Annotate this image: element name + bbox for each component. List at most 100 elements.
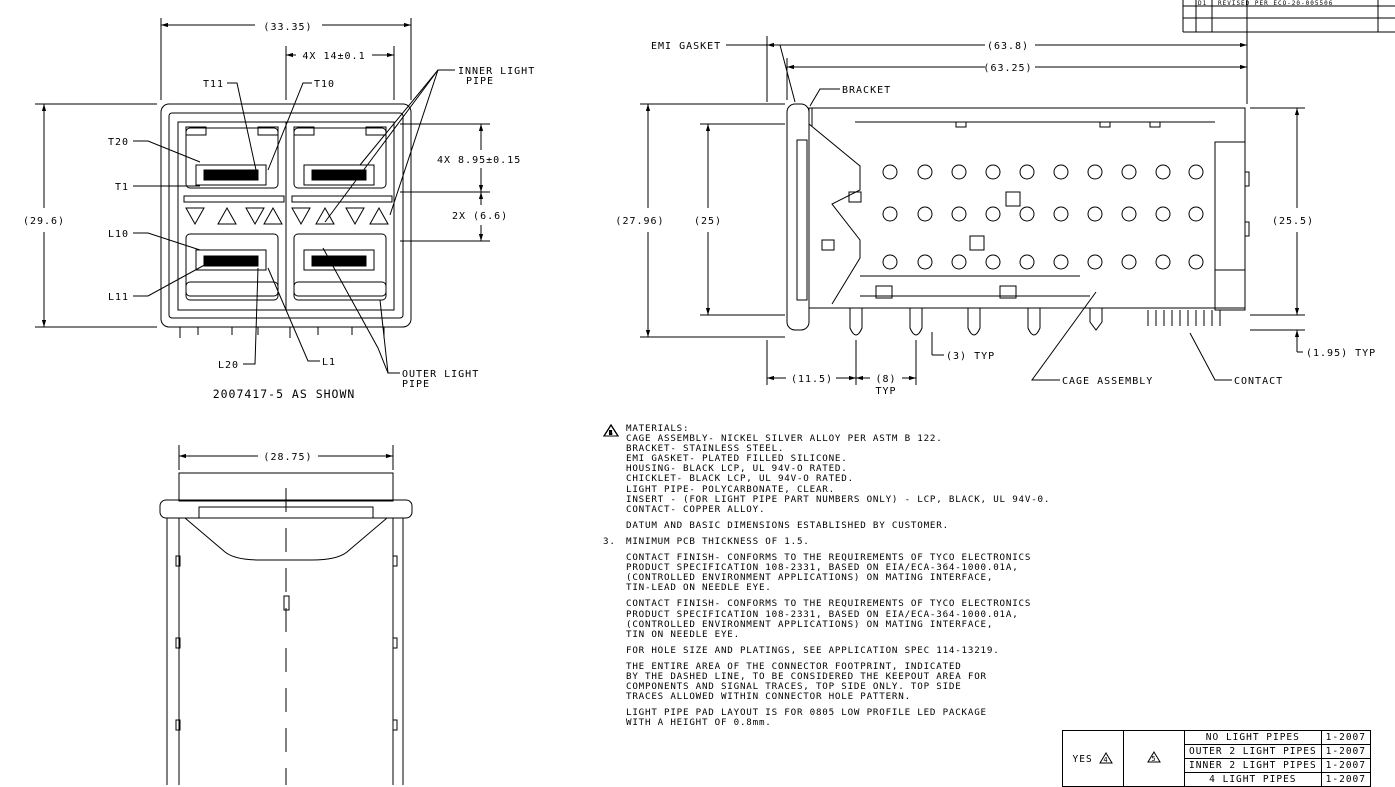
- label-contact: CONTACT: [1234, 376, 1283, 387]
- cage-assembly-outline: [808, 107, 1246, 309]
- table-flag-cell: 5: [1123, 730, 1185, 787]
- side-view-text: (63.8) (63.25) (27.96) (25) (25.5) (11.5…: [615, 41, 1376, 397]
- label-t20: T20: [108, 137, 129, 148]
- part-number-table: YES 4 5 NO LIGHT PIPES 1-2007 OUTER 2 LI…: [1062, 730, 1372, 787]
- note-text: CONTACT FINISH- CONFORMS TO THE REQUIREM…: [626, 552, 1032, 594]
- table-cell: 1-2007: [1320, 772, 1372, 787]
- dim-tail-length: (1.95) TYP: [1306, 348, 1376, 359]
- table-cell: NO LIGHT PIPES: [1184, 730, 1322, 745]
- note-flag-triangle-icon: 4: [603, 424, 626, 593]
- label-t10: T10: [314, 79, 335, 90]
- note-text: MATERIALS: CAGE ASSEMBLY- NICKEL SILVER …: [626, 423, 1051, 515]
- note-text: FOR HOLE SIZE AND PLATINGS, SEE APPLICAT…: [626, 644, 1000, 656]
- table-cell: 4 LIGHT PIPES: [1184, 772, 1322, 787]
- label-inner-light-pipe-2: PIPE: [466, 76, 494, 87]
- revision-block: [1182, 0, 1395, 33]
- note-item: 1 MATERIALS: CAGE ASSEMBLY- NICKEL SILVER…: [603, 423, 1123, 515]
- revision-description: REVISED PER ECO-20-005506: [1218, 0, 1333, 7]
- emi-gasket-outline: [786, 103, 810, 331]
- label-outer-light-pipe: OUTER LIGHT: [402, 369, 479, 380]
- label-emi-gasket: EMI GASKET: [651, 41, 721, 52]
- general-notes: 1 MATERIALS: CAGE ASSEMBLY- NICKEL SILVER…: [603, 423, 1123, 734]
- dim-side-right: (25.5): [1272, 216, 1314, 227]
- label-inner-light-pipe: INNER LIGHT: [458, 66, 535, 77]
- table-yes-cell: YES 4: [1062, 730, 1124, 787]
- note-item: 3. MINIMUM PCB THICKNESS OF 1.5.: [603, 535, 1123, 547]
- dim-port-pitch: 4X 14±0.1: [302, 51, 365, 62]
- flag-triangle-icon: 4: [1099, 752, 1114, 764]
- table-row: INNER 2 LIGHT PIPES 1-2007: [1063, 758, 1372, 773]
- note-flag-triangle-icon: 7: [603, 424, 626, 702]
- note-flag-triangle-icon: 6: [603, 424, 626, 656]
- dim-row-spacing: 4X 8.95±0.15: [437, 155, 521, 166]
- svg-text:6: 6: [608, 429, 613, 437]
- label-t1: T1: [115, 182, 129, 193]
- svg-text:5: 5: [1151, 755, 1156, 763]
- svg-text:2: 2: [608, 429, 613, 437]
- dim-first-pin: (11.5): [791, 374, 833, 385]
- label-l10: L10: [108, 229, 129, 240]
- dim-pin-pitch-typ: TYP: [875, 386, 896, 397]
- note-flag-triangle-icon: 2: [603, 424, 626, 531]
- front-housing-outline: [160, 103, 412, 328]
- cage-vent-holes: [882, 164, 1204, 270]
- table-cell: 1-2007: [1320, 744, 1372, 759]
- front-pins: [179, 327, 385, 338]
- flag-triangle-icon: 5: [1147, 751, 1161, 763]
- dim-pin-width: (3) TYP: [946, 351, 995, 362]
- revision-letter: D1: [1198, 0, 1207, 7]
- view-caption: 2007417-5 AS SHOWN: [213, 387, 356, 401]
- note-text: DATUM AND BASIC DIMENSIONS ESTABLISHED B…: [626, 519, 949, 531]
- note-number: 3.: [603, 535, 616, 547]
- table-cell: 1-2007: [1320, 758, 1372, 773]
- dim-overall-length: (63.8): [987, 41, 1029, 52]
- dim-front-height: (29.6): [23, 216, 65, 227]
- table-row: YES 4 5 NO LIGHT PIPES 1-2007: [1062, 730, 1372, 787]
- svg-text:1: 1: [608, 429, 613, 437]
- port-l-left: [185, 233, 279, 301]
- cage-pins: [849, 308, 1103, 336]
- note-flag-triangle-icon: 1: [603, 424, 626, 515]
- dim-side-height: (27.96): [615, 216, 664, 227]
- port-t-right: [293, 126, 387, 189]
- led-indicator-row: [183, 195, 393, 226]
- top-view: [159, 445, 413, 785]
- label-bracket: BRACKET: [842, 85, 891, 96]
- svg-text:7: 7: [608, 429, 613, 437]
- table-cell: INNER 2 LIGHT PIPES: [1184, 758, 1322, 773]
- table-yes-label: YES: [1072, 754, 1093, 765]
- label-outer-light-pipe-2: PIPE: [402, 379, 430, 390]
- dim-front-width: (33.35): [263, 22, 312, 33]
- svg-text:8: 8: [608, 429, 613, 437]
- table-cell: OUTER 2 LIGHT PIPES: [1184, 744, 1322, 759]
- contact-tails: [1147, 269, 1246, 326]
- front-view-text: (33.35) 4X 14±0.1 (29.6) 4X 8.95±0.15 2X…: [23, 22, 535, 401]
- top-view-clips: [175, 555, 398, 731]
- table-cell: 1-2007: [1320, 730, 1372, 745]
- dim-cage-length: (63.25): [983, 63, 1032, 74]
- dim-pin-pitch: (8): [875, 374, 896, 385]
- label-l1: L1: [322, 357, 336, 368]
- note-flag-triangle-icon: 5: [603, 424, 626, 639]
- dim-side-inner: (25): [694, 216, 722, 227]
- port-l-right: [293, 233, 387, 301]
- port-t-left: [185, 126, 279, 189]
- note-flag-triangle-icon: 8: [603, 424, 626, 728]
- label-t11: T11: [203, 79, 224, 90]
- dim-top-width: (28.75): [263, 452, 312, 463]
- front-view: [35, 18, 490, 374]
- note-text: CONTACT FINISH- CONFORMS TO THE REQUIREM…: [626, 598, 1032, 640]
- note-text: LIGHT PIPE PAD LAYOUT IS FOR 0805 LOW PR…: [626, 707, 987, 729]
- note-text: MINIMUM PCB THICKNESS OF 1.5.: [626, 535, 810, 547]
- table-row: 4 LIGHT PIPES 1-2007: [1063, 772, 1372, 787]
- table-row: OUTER 2 LIGHT PIPES 1-2007: [1063, 744, 1372, 759]
- dim-row-gap: 2X (6.6): [452, 211, 508, 222]
- label-l11: L11: [108, 292, 129, 303]
